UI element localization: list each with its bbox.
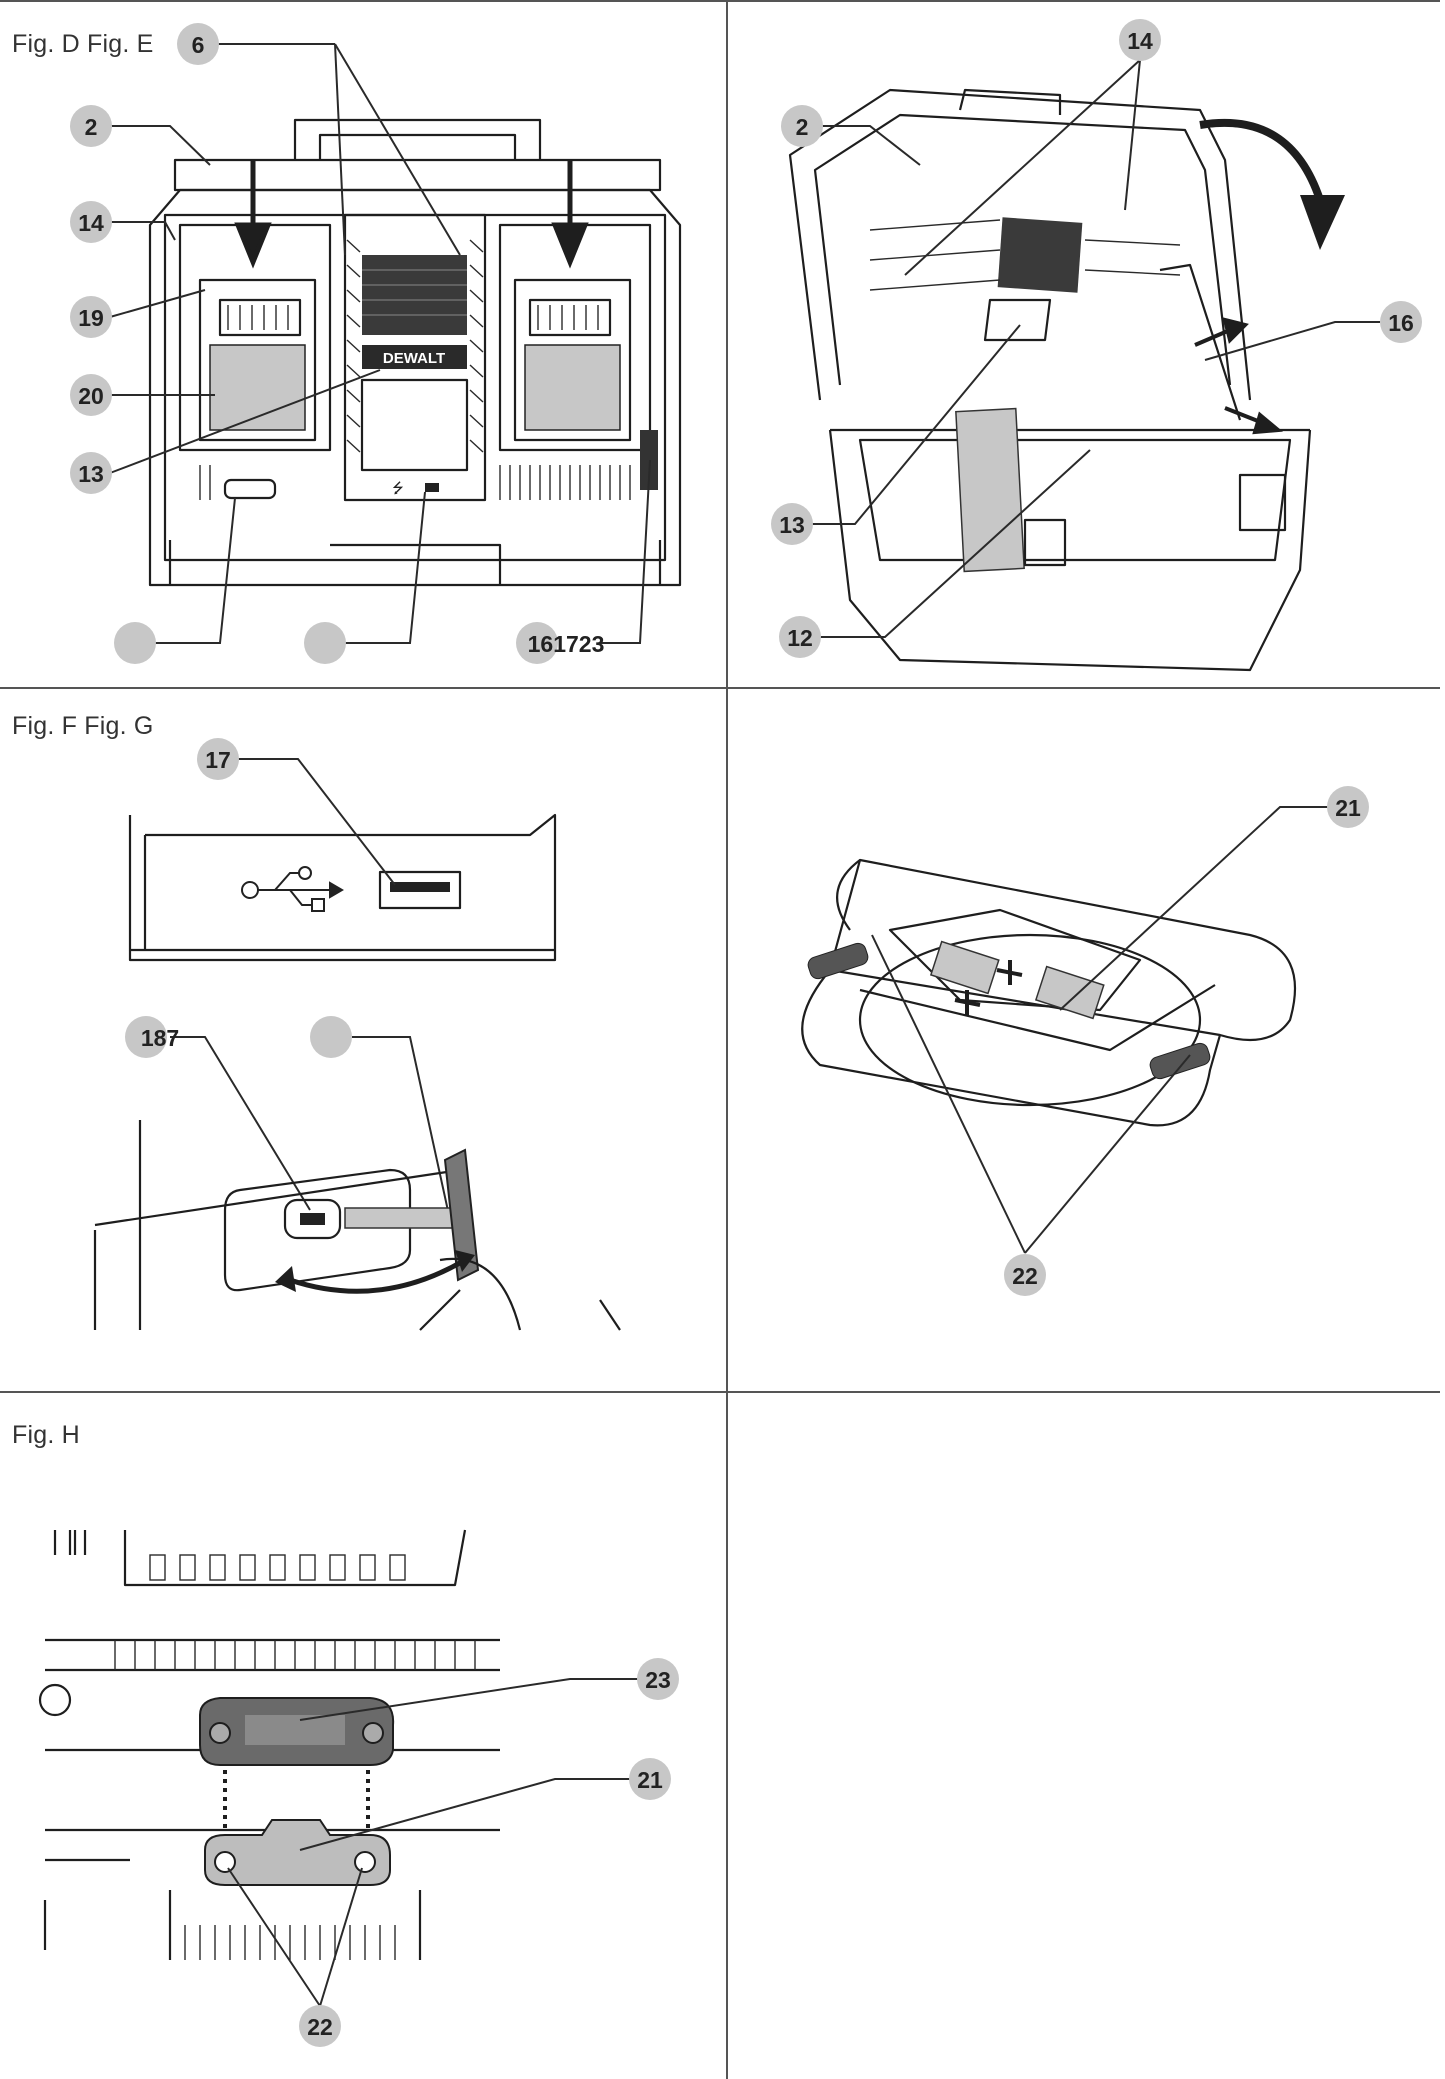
usb-glyph-icon: ⭍ xyxy=(392,481,404,497)
callout-21: 21 xyxy=(637,1767,663,1793)
callout-14: 14 xyxy=(78,210,104,236)
callout-2: 2 xyxy=(796,114,809,140)
callout-blank-1 xyxy=(114,622,156,664)
fig-f-leaders xyxy=(170,758,451,1221)
fig-g-leaders xyxy=(871,806,1328,1254)
callout-13: 13 xyxy=(779,512,805,538)
fig-d-leaders xyxy=(109,43,651,644)
callout-blank-3 xyxy=(310,1016,352,1058)
fig-fg-label: Fig. F Fig. G xyxy=(12,712,154,740)
callout-20: 20 xyxy=(78,383,104,409)
usb-icon xyxy=(241,866,344,912)
callout-161723-badge xyxy=(516,622,558,664)
fig-h-label: Fig. H xyxy=(12,1421,80,1449)
fig-f-illustration xyxy=(128,813,557,962)
fig-de-label: Fig. D Fig. E xyxy=(12,30,154,58)
callout-19: 19 xyxy=(78,305,104,331)
callout-16: 16 xyxy=(1388,310,1414,336)
callout-2: 2 xyxy=(85,114,98,140)
fig-g-callouts: 21 22 xyxy=(1004,786,1369,1296)
fig-f-cover-illustration xyxy=(93,1120,621,1331)
fig-h-leaders xyxy=(227,1678,638,2007)
fig-f-callouts: 17 187 xyxy=(125,738,352,1058)
fig-d-callouts: 6 2 14 19 20 13 161723 xyxy=(70,23,604,664)
callout-13: 13 xyxy=(78,461,104,487)
callout-161723: 161723 xyxy=(528,631,605,657)
brand-label: DEWALT xyxy=(383,350,445,367)
callout-187: 187 xyxy=(141,1025,179,1051)
callout-22: 22 xyxy=(1012,1263,1038,1289)
callout-21: 21 xyxy=(1335,795,1361,821)
callout-22: 22 xyxy=(307,2014,333,2040)
fig-g-illustration xyxy=(801,858,1297,1127)
fig-e-illustration xyxy=(788,88,1345,672)
callout-blank-2 xyxy=(304,622,346,664)
fig-e-callouts: 14 2 16 13 12 xyxy=(771,19,1422,658)
callout-23: 23 xyxy=(645,1667,671,1693)
callout-badge xyxy=(177,23,219,65)
fig-e-leaders xyxy=(812,59,1380,638)
callout-6: 6 xyxy=(192,32,205,58)
fig-h-callouts: 23 21 22 xyxy=(299,1658,679,2047)
fig-h-illustration xyxy=(38,1529,500,1960)
callout-12: 12 xyxy=(787,625,813,651)
callout-14: 14 xyxy=(1127,28,1153,54)
callout-17: 17 xyxy=(205,747,231,773)
